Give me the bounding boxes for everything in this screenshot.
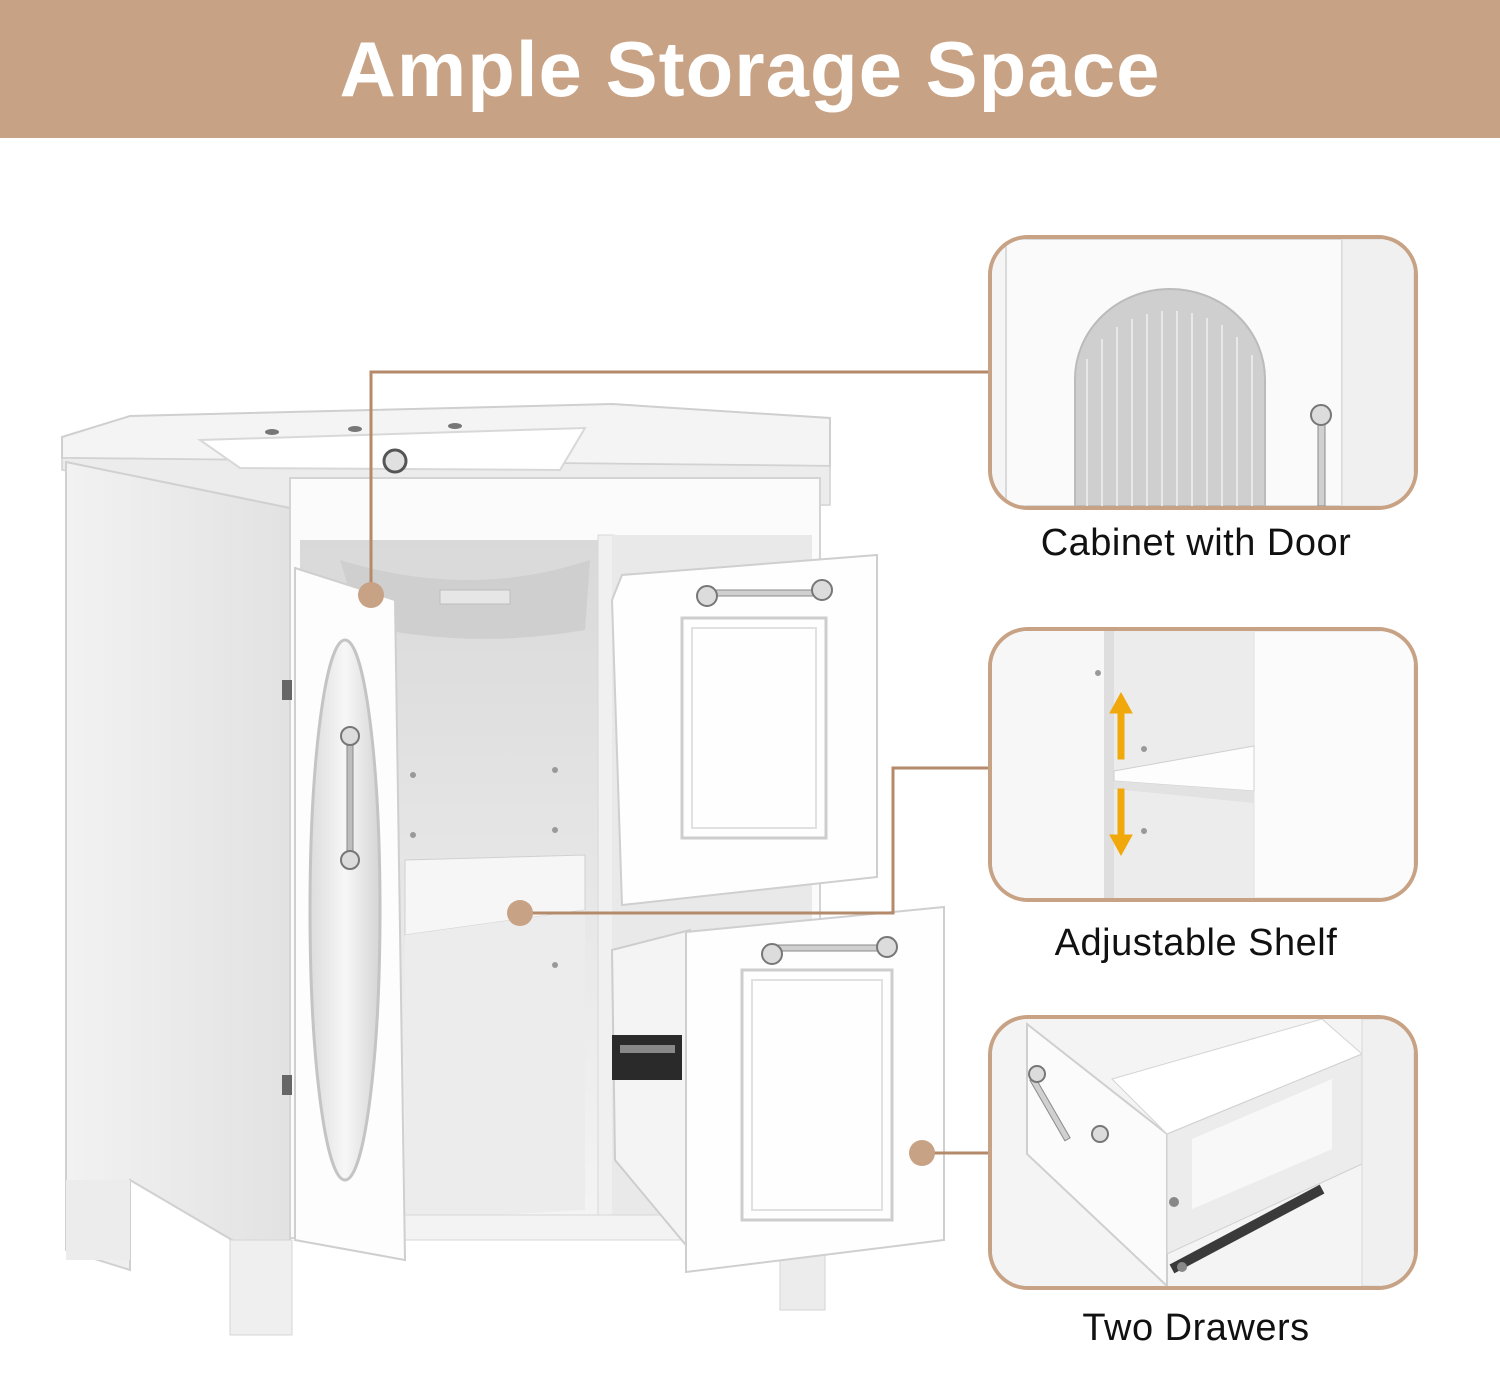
detail-adjustable-shelf [988,627,1418,902]
caption-two-drawers: Two Drawers [1082,1307,1310,1349]
caption-cabinet-door: Cabinet with Door [1040,522,1352,564]
callout-dot-door [358,582,384,608]
detail-cabinet-door [988,235,1418,510]
caption-adjustable-shelf: Adjustable Shelf [1054,922,1338,964]
callout-dot-shelf [507,900,533,926]
callout-lines [358,370,990,1166]
up-arrow-icon [1109,691,1133,760]
down-arrow-icon [1109,788,1133,857]
detail-two-drawers [988,1015,1418,1290]
header-banner: Ample Storage Space [0,0,1500,138]
callout-line-shelf [520,766,990,915]
cabinet-side-panel [65,460,293,1336]
vanity-cabinet-illustration [61,370,990,1336]
bottom-drawer [610,905,945,1274]
open-door [282,566,407,1262]
page-title: Ample Storage Space [339,24,1161,113]
top-drawer [610,553,878,907]
callout-line-door [369,370,990,595]
callout-dot-drawer [909,1140,935,1166]
